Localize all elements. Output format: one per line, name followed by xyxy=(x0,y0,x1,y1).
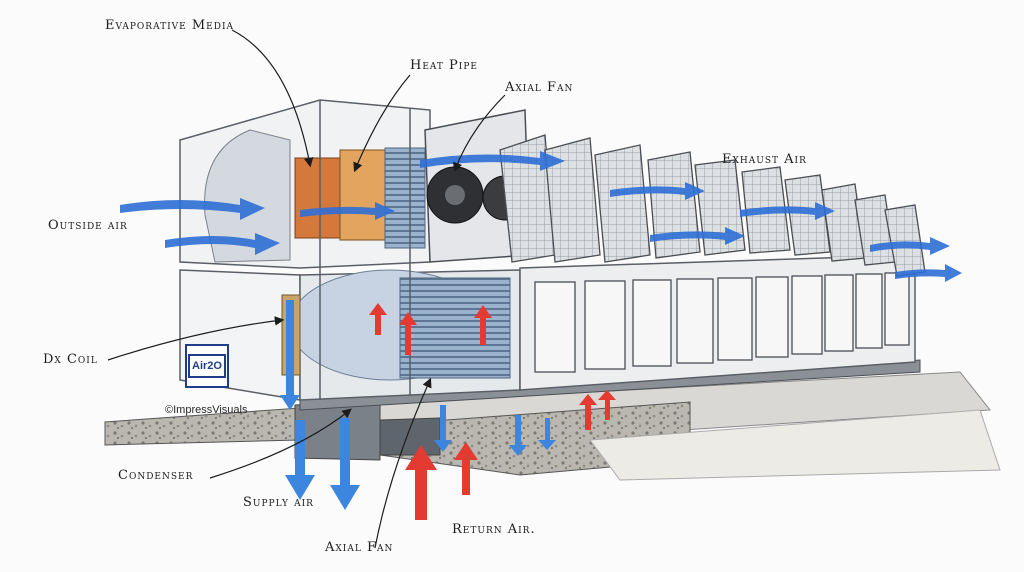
label-exhaust-air: Exhaust Air xyxy=(722,152,807,167)
access-doors xyxy=(534,272,910,373)
label-axial-fan-top: Axial Fan xyxy=(505,80,574,95)
exhaust-panels xyxy=(499,134,926,277)
label-heat-pipe: Heat Pipe xyxy=(410,58,478,73)
logo-text: Air2O xyxy=(188,354,226,378)
label-dx-coil: Dx Coil xyxy=(43,352,98,367)
label-supply-air: Supply air xyxy=(243,495,314,510)
label-evaporative-media: Evaporative Media xyxy=(105,18,235,33)
evaporative-media-block xyxy=(294,157,341,239)
label-outside-air: Outside air xyxy=(48,218,128,233)
cold-airflow-arrows xyxy=(120,151,962,282)
fan-housing xyxy=(424,109,531,263)
heat-pipe-block xyxy=(339,149,386,241)
callout-lines xyxy=(107,29,506,549)
label-return-air: Return Air. xyxy=(452,522,536,537)
copyright-text: ©ImpressVisuals xyxy=(165,404,248,416)
label-axial-fan-bottom: Axial Fan xyxy=(325,540,394,555)
supply-air-arrows xyxy=(280,300,556,510)
air2o-logo: Air2O xyxy=(185,344,229,388)
return-air-arrows xyxy=(369,303,616,520)
label-condenser: Condenser xyxy=(118,468,194,483)
